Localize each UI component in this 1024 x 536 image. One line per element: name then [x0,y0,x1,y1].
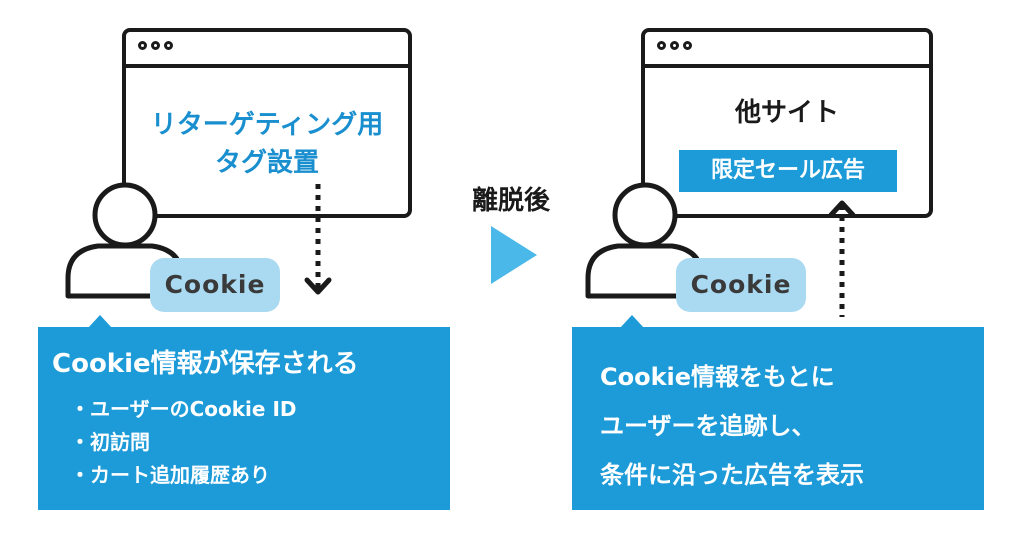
left-bubble-item-2: ・初訪問 [70,430,150,454]
left-window-titlebar [126,32,408,68]
right-bubble-line-3: 条件に沿った広告を表示 [600,461,864,489]
left-browser-window: リターゲティング用 タグ設置 [122,28,412,218]
user-silhouette-icon [585,182,705,299]
browser-dots-icon [657,41,692,50]
right-browser-window: 他サイト 限定セール広告 [641,28,933,218]
left-info-bubble: Cookie情報が保存される ・ユーザーのCookie ID ・初訪問 ・カート… [38,315,450,510]
left-bubble-item-1: ・ユーザーのCookie ID [70,397,297,421]
browser-dots-icon [138,41,173,50]
transition-label: 離脱後 [471,186,550,216]
right-window-titlebar [645,32,929,68]
left-bubble-item-3: ・カート追加履歴あり [70,463,270,487]
right-window-heading: 他サイト [734,98,839,128]
dotted-arrow-up-icon [828,200,856,317]
left-window-heading-line2: タグ設置 [214,148,319,178]
right-bubble-tail [620,315,644,328]
play-triangle-icon [491,226,537,284]
left-bubble-heading: Cookie情報が保存される [52,349,359,379]
right-cookie-badge: Cookie [676,258,806,312]
left-bubble-tail [88,315,112,328]
ad-banner: 限定セール広告 [679,150,897,192]
right-bubble-line-2: ユーザーを追跡し、 [600,412,816,440]
right-bubble-line-1: Cookie情報をもとに [600,363,835,391]
left-cookie-badge: Cookie [150,258,280,312]
dotted-arrow-down-icon [304,184,332,295]
left-window-heading-line1: リターゲティング用 [150,110,384,140]
right-info-bubble: Cookie情報をもとに ユーザーを追跡し、 条件に沿った広告を表示 [572,315,984,510]
